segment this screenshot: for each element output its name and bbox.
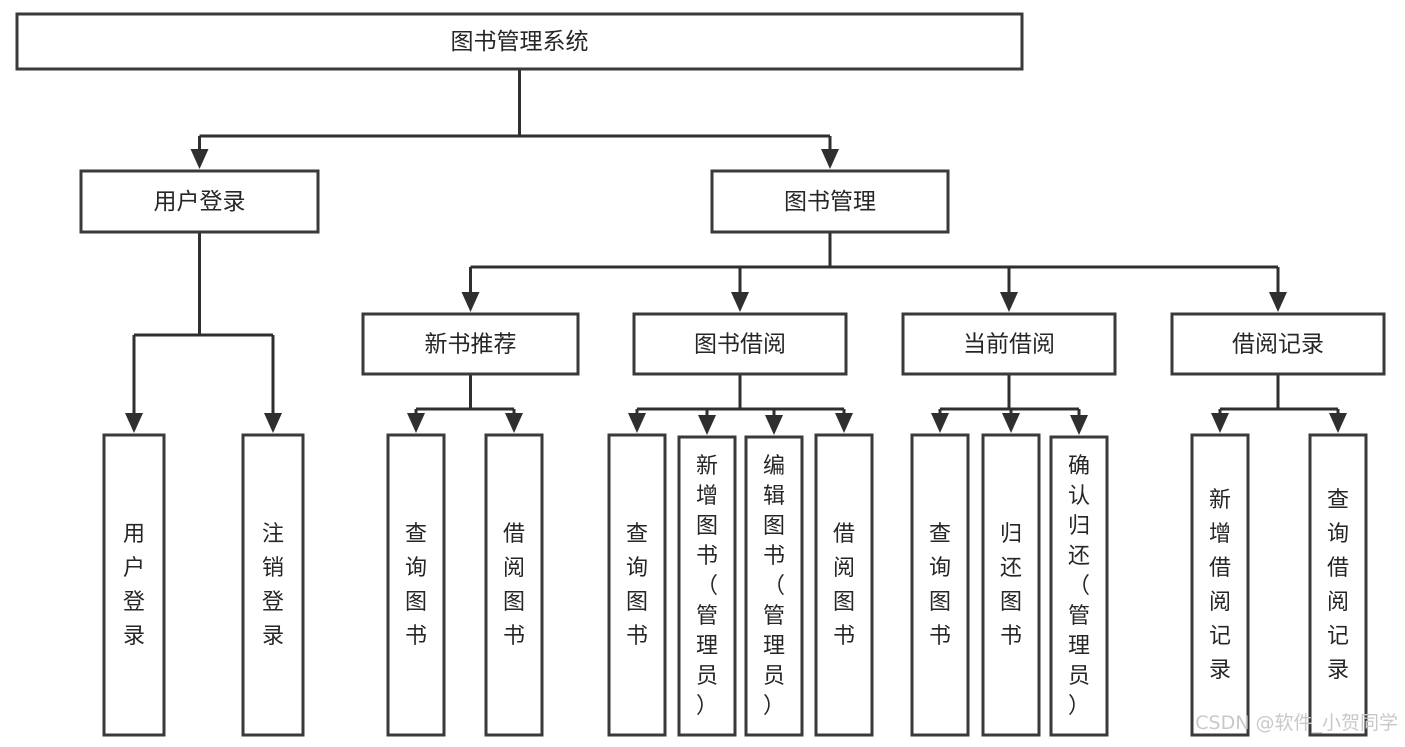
node-box-new-book-recommend: [361, 312, 580, 376]
arrow-head-icon: [190, 149, 209, 169]
node-label-user-logout-leaf: 注销登录: [262, 522, 284, 649]
node-label-borrow-record: 借阅记录: [1232, 332, 1324, 358]
arrow-head-icon: [1329, 413, 1347, 433]
node-box-borrow-book-action: [814, 433, 874, 737]
arrow-head-icon: [765, 415, 783, 435]
node-label-book-borrow: 图书借阅: [694, 332, 786, 358]
node-layer: 图书管理系统用户登录图书管理用户登录注销登录新书推荐查询图书借阅图书图书借阅查询…: [15, 12, 1386, 737]
node-query-book-borrow[interactable]: 查询图书: [607, 433, 667, 737]
node-query-book-current[interactable]: 查询图书: [910, 433, 970, 737]
node-label-book-manage: 图书管理: [784, 189, 876, 215]
node-box-add-borrow-record: [1190, 433, 1250, 737]
arrow-head-icon: [407, 413, 425, 433]
node-box-user-login: [79, 169, 320, 234]
arrow-head-icon: [931, 413, 949, 433]
arrow-head-icon: [125, 413, 143, 433]
node-user-login[interactable]: 用户登录: [79, 169, 320, 234]
node-box-edit-book-admin: [744, 435, 804, 737]
connector-layer: [125, 69, 1347, 435]
node-return-book[interactable]: 归还图书: [981, 433, 1041, 737]
node-book-borrow[interactable]: 图书借阅: [632, 312, 848, 376]
node-box-book-borrow: [632, 312, 848, 376]
node-label-add-borrow-record: 新增借阅记录: [1209, 488, 1231, 683]
node-user-login-leaf[interactable]: 用户登录: [102, 433, 166, 737]
node-box-query-book-current: [910, 433, 970, 737]
csdn-watermark: CSDN @软件_小贺同学: [1195, 712, 1398, 734]
node-borrow-record[interactable]: 借阅记录: [1170, 312, 1386, 376]
node-box-user-logout-leaf: [241, 433, 305, 737]
arrow-head-icon: [1000, 292, 1018, 312]
arrow-head-icon: [628, 413, 646, 433]
node-label-return-book: 归还图书: [1000, 522, 1022, 649]
node-label-borrow-book-rec: 借阅图书: [503, 522, 525, 649]
node-new-book-recommend[interactable]: 新书推荐: [361, 312, 580, 376]
node-label-borrow-book-action: 借阅图书: [833, 522, 855, 649]
node-label-query-book-current: 查询图书: [929, 522, 951, 649]
node-query-book-rec[interactable]: 查询图书: [386, 433, 446, 737]
arrow-head-icon: [1269, 292, 1287, 312]
node-query-borrow-record[interactable]: 查询借阅记录: [1308, 433, 1368, 737]
arrow-head-icon: [1002, 413, 1020, 433]
node-book-manage[interactable]: 图书管理: [710, 169, 950, 234]
node-label-root: 图书管理系统: [451, 29, 589, 55]
node-confirm-return-admin[interactable]: 确认归还（管理员）: [1049, 435, 1109, 737]
arrow-head-icon: [1211, 413, 1229, 433]
node-label-query-book-rec: 查询图书: [405, 522, 427, 649]
node-box-add-book-admin: [677, 435, 737, 737]
node-box-query-book-rec: [386, 433, 446, 737]
node-box-root: [15, 12, 1024, 71]
node-user-logout-leaf[interactable]: 注销登录: [241, 433, 305, 737]
node-edit-book-admin[interactable]: 编辑图书（管理员）: [744, 435, 804, 737]
node-box-book-manage: [710, 169, 950, 234]
node-label-new-book-recommend: 新书推荐: [425, 332, 517, 358]
arrow-head-icon: [505, 413, 523, 433]
node-box-current-borrow: [901, 312, 1117, 376]
node-add-borrow-record[interactable]: 新增借阅记录: [1190, 433, 1250, 737]
node-borrow-book-action[interactable]: 借阅图书: [814, 433, 874, 737]
node-box-borrow-book-rec: [484, 433, 544, 737]
node-box-confirm-return-admin: [1049, 435, 1109, 737]
node-label-query-book-borrow: 查询图书: [626, 522, 648, 649]
arrow-head-icon: [731, 292, 749, 312]
arrow-head-icon: [461, 292, 480, 312]
arrow-head-icon: [835, 413, 853, 433]
node-add-book-admin[interactable]: 新增图书（管理员）: [677, 435, 737, 737]
node-box-user-login-leaf: [102, 433, 166, 737]
node-box-query-book-borrow: [607, 433, 667, 737]
node-label-add-book-admin: 新增图书（管理员）: [696, 454, 718, 719]
arrow-head-icon: [1070, 415, 1088, 435]
arrow-head-icon: [698, 415, 716, 435]
node-label-user-login: 用户登录: [154, 189, 246, 215]
node-root[interactable]: 图书管理系统: [15, 12, 1024, 71]
arrow-head-icon: [264, 413, 282, 433]
node-label-confirm-return-admin: 确认归还（管理员）: [1068, 454, 1090, 719]
arrow-head-icon: [821, 149, 839, 169]
node-current-borrow[interactable]: 当前借阅: [901, 312, 1117, 376]
node-label-query-borrow-record: 查询借阅记录: [1327, 488, 1349, 683]
node-label-current-borrow: 当前借阅: [963, 332, 1055, 358]
node-borrow-book-rec[interactable]: 借阅图书: [484, 433, 544, 737]
node-label-user-login-leaf: 用户登录: [123, 522, 145, 649]
node-box-borrow-record: [1170, 312, 1386, 376]
node-box-query-borrow-record: [1308, 433, 1368, 737]
node-box-return-book: [981, 433, 1041, 737]
node-label-edit-book-admin: 编辑图书（管理员）: [763, 454, 785, 719]
